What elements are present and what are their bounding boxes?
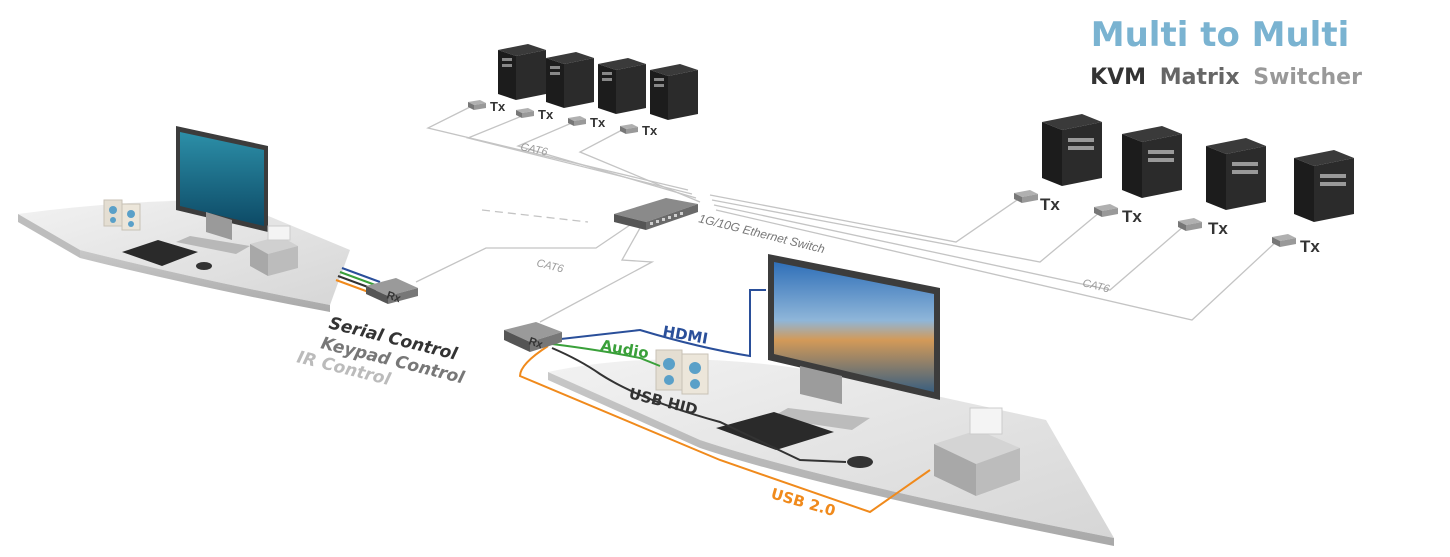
right-transmitters: Tx Tx Tx Tx bbox=[1014, 190, 1320, 256]
keyboard-icon bbox=[716, 412, 834, 450]
speaker-icon bbox=[103, 199, 141, 231]
tx-label: Tx bbox=[1122, 207, 1142, 226]
printer-icon bbox=[250, 225, 298, 276]
title-sub-switcher: Switcher bbox=[1253, 65, 1362, 90]
cat6-label-mid: CAT6 bbox=[535, 257, 565, 275]
audio-label: Audio bbox=[599, 336, 650, 362]
tx-box: Tx bbox=[568, 115, 606, 130]
tx-box: Tx bbox=[468, 99, 506, 114]
tx-label: Tx bbox=[1040, 195, 1060, 214]
tx-label: Tx bbox=[590, 115, 606, 130]
rx-box-left: Rx bbox=[366, 278, 418, 305]
title-main: Multi to Multi bbox=[1091, 15, 1350, 55]
rx-label: Rx bbox=[527, 335, 545, 351]
center-workstation bbox=[548, 254, 1114, 546]
left-workstation bbox=[18, 126, 350, 312]
audio-cable bbox=[551, 343, 661, 367]
speaker-icon bbox=[655, 349, 709, 395]
title-sub-matrix: Matrix bbox=[1160, 65, 1240, 90]
rx-label: Rx bbox=[385, 289, 403, 305]
title-sub-kvm: KVM bbox=[1090, 65, 1146, 90]
tx-label: Tx bbox=[538, 107, 554, 122]
mouse-icon bbox=[847, 456, 873, 468]
tx-label: Tx bbox=[1208, 219, 1228, 238]
tx-label: Tx bbox=[490, 99, 506, 114]
hdmi-cable bbox=[551, 289, 766, 358]
tx-box: Tx bbox=[1272, 234, 1320, 256]
tx-box: Tx bbox=[620, 123, 658, 138]
top-computers bbox=[498, 44, 698, 120]
keyboard-icon bbox=[122, 240, 198, 266]
computer-tower-icon bbox=[650, 64, 698, 120]
computer-tower-icon bbox=[598, 58, 646, 114]
tx-box: Tx bbox=[1178, 218, 1228, 238]
network-switch-icon bbox=[614, 198, 698, 230]
printer-icon bbox=[934, 407, 1020, 496]
rx-box-center: Rx bbox=[504, 322, 562, 352]
monitor-icon bbox=[176, 126, 268, 254]
mouse-icon bbox=[196, 262, 212, 270]
computer-tower-icon bbox=[1042, 114, 1102, 186]
cat6-label-right: CAT6 bbox=[1081, 277, 1111, 295]
tx-label: Tx bbox=[642, 123, 658, 138]
center-signal-cables bbox=[518, 289, 931, 514]
cat6-cables bbox=[415, 105, 1279, 323]
top-transmitters: Tx Tx Tx Tx bbox=[468, 99, 658, 138]
computer-tower-icon bbox=[1294, 150, 1354, 222]
tx-box: Tx bbox=[1014, 190, 1060, 214]
control-labels: Serial Control Keypad Control IR Control bbox=[295, 313, 467, 390]
usb2-cable bbox=[518, 345, 931, 514]
title-sub: KVM Matrix Switcher bbox=[1090, 65, 1362, 90]
computer-tower-icon bbox=[1122, 126, 1182, 198]
monitor-icon bbox=[768, 254, 940, 430]
computer-tower-icon bbox=[498, 44, 546, 100]
computer-tower-icon bbox=[546, 52, 594, 108]
right-computers bbox=[1042, 114, 1354, 222]
cat6-label-top: CAT6 bbox=[519, 141, 549, 159]
title-block: Multi to Multi KVM Matrix Switcher bbox=[1090, 15, 1362, 90]
usb-hid-cable bbox=[551, 347, 847, 463]
computer-tower-icon bbox=[1206, 138, 1266, 210]
tx-label: Tx bbox=[1300, 237, 1320, 256]
hdmi-label: HDMI bbox=[661, 322, 709, 348]
tx-box: Tx bbox=[1094, 204, 1142, 226]
tx-box: Tx bbox=[516, 107, 554, 122]
